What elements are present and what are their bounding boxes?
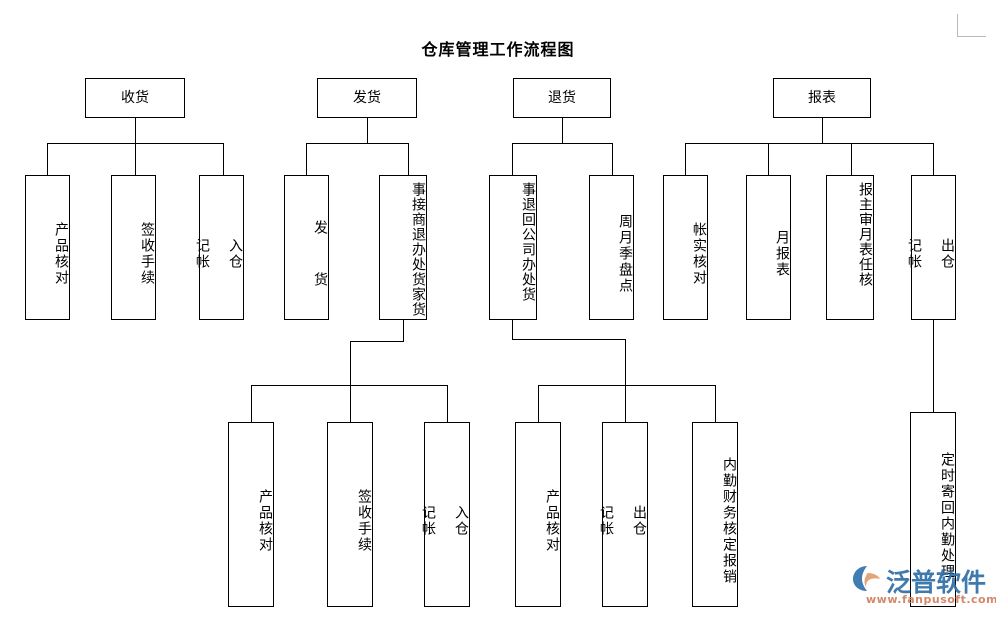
connector-bottom-group1-drop-1 (251, 385, 252, 422)
connector-shipping-stem (367, 118, 368, 143)
node-product-check-bottom-2[interactable]: 产品核对 (515, 422, 561, 607)
connector-returns-bus (512, 143, 612, 144)
node-receiving[interactable]: 收货 (85, 78, 185, 118)
node-inbound-record-receiving[interactable]: 入仓 记帐 (194, 175, 244, 320)
node-receiving-label: 收货 (121, 89, 149, 106)
node-shipping-label: 发货 (353, 89, 381, 106)
connector-return-company-stem (512, 320, 513, 339)
connector-return-company-jog (512, 339, 626, 340)
connector-bottom-group2-drop-3 (715, 385, 716, 422)
connector-reports-drop-1 (685, 143, 686, 175)
connector-bottom-group2-drop-1 (538, 385, 539, 422)
node-return-to-company-col-right: 事退回公司 (520, 182, 536, 257)
node-outbound-record-reports-label: 出仓 记帐 (905, 237, 955, 270)
node-report-approval-col-left: 月表任核 (857, 227, 873, 287)
page-corner-mark (957, 14, 986, 37)
node-scheduled-mail-back[interactable]: 定时寄回内勤处理 (910, 412, 956, 607)
node-outbound-record-reports[interactable]: 出仓 记帐 (906, 175, 956, 320)
node-account-check-label: 帐实核对 (691, 221, 707, 286)
connector-bottom-group2-bus (538, 385, 715, 386)
connector-bottom-group2-drop-2 (625, 385, 626, 422)
node-returns-label: 退货 (548, 89, 576, 106)
connector-returns-drop-1 (512, 143, 513, 175)
node-return-to-company-col-left: 办处货 (520, 257, 536, 302)
node-finance-reimburse-label: 内勤财务核定报销 (721, 456, 737, 585)
node-return-to-company[interactable]: 事退回公司 办处货 (489, 175, 537, 320)
node-outbound-record-bottom[interactable]: 出仓 记帐 (598, 422, 648, 607)
node-scheduled-mail-back-label: 定时寄回内勤处理 (939, 451, 955, 580)
connector-shipping-drop-2 (408, 143, 409, 175)
node-report-approval-col-right: 报主审 (857, 182, 873, 227)
connector-bottom-group1-drop-3 (447, 385, 448, 422)
connector-shipping-drop-1 (306, 143, 307, 175)
node-cycle-count-label: 周月季盘点 (617, 213, 633, 294)
connector-reports-drop-4 (933, 143, 934, 175)
node-product-check-receiving[interactable]: 产品核对 (25, 175, 70, 320)
connector-merchant-return-jog (350, 341, 404, 342)
connector-reports-drop-2 (768, 143, 769, 175)
node-inbound-record-bottom-label: 入仓 记帐 (419, 504, 469, 537)
connector-merchant-return-stem (403, 320, 404, 341)
connector-reports-bus (685, 143, 933, 144)
node-inbound-record-bottom[interactable]: 入仓 记帐 (420, 422, 470, 607)
node-outbound-record-bottom-label: 出仓 记帐 (597, 504, 647, 537)
node-monthly-report[interactable]: 月报表 (746, 175, 791, 320)
node-monthly-report-label: 月报表 (774, 229, 790, 278)
node-account-check[interactable]: 帐实核对 (663, 175, 708, 320)
connector-receiving-stem (135, 118, 136, 143)
connector-merchant-return-drop (350, 341, 351, 385)
node-merchant-return-col-left: 办处货家货 (410, 242, 426, 317)
node-product-check-receiving-label: 产品核对 (53, 221, 69, 286)
connector-reports-drop-3 (851, 143, 852, 175)
node-finance-reimburse[interactable]: 内勤财务核定报销 (692, 422, 738, 607)
node-ship-goods[interactable]: 发 货 (284, 175, 329, 320)
node-sign-procedure-receiving[interactable]: 签收手续 (111, 175, 156, 320)
connector-reports-stem (822, 118, 823, 143)
node-product-check-bottom-2-label: 产品核对 (544, 488, 560, 553)
fanpu-logo-icon (853, 566, 880, 591)
node-report-approval[interactable]: 报主审 月表任核 (826, 175, 874, 320)
connector-receiving-drop-2 (135, 143, 136, 175)
node-ship-goods-label: 发 货 (312, 219, 328, 288)
node-inbound-record-receiving-label: 入仓 记帐 (193, 237, 243, 270)
node-reports-label: 报表 (808, 89, 836, 106)
connector-returns-stem (562, 118, 563, 143)
node-merchant-return-col-right: 事接商退 (410, 182, 426, 242)
node-product-check-bottom-1-label: 产品核对 (257, 488, 273, 553)
node-cycle-count[interactable]: 周月季盘点 (589, 175, 634, 320)
connector-return-company-drop (625, 339, 626, 385)
connector-outbound-to-mailback (933, 320, 934, 412)
connector-receiving-drop-3 (223, 143, 224, 175)
connector-bottom-group1-drop-2 (350, 385, 351, 422)
page-title: 仓库管理工作流程图 (421, 40, 575, 59)
node-sign-procedure-bottom[interactable]: 签收手续 (327, 422, 373, 607)
connector-returns-drop-2 (612, 143, 613, 175)
node-merchant-return-handling[interactable]: 事接商退 办处货家货 (379, 175, 427, 320)
connector-bottom-group1-bus (251, 385, 447, 386)
node-reports[interactable]: 报表 (773, 78, 871, 118)
node-product-check-bottom-1[interactable]: 产品核对 (228, 422, 274, 607)
node-shipping[interactable]: 发货 (317, 78, 417, 118)
node-sign-procedure-receiving-label: 签收手续 (139, 221, 155, 286)
node-returns[interactable]: 退货 (513, 78, 611, 118)
connector-receiving-drop-1 (47, 143, 48, 175)
connector-shipping-bus (306, 143, 408, 144)
node-sign-procedure-bottom-label: 签收手续 (356, 488, 372, 553)
